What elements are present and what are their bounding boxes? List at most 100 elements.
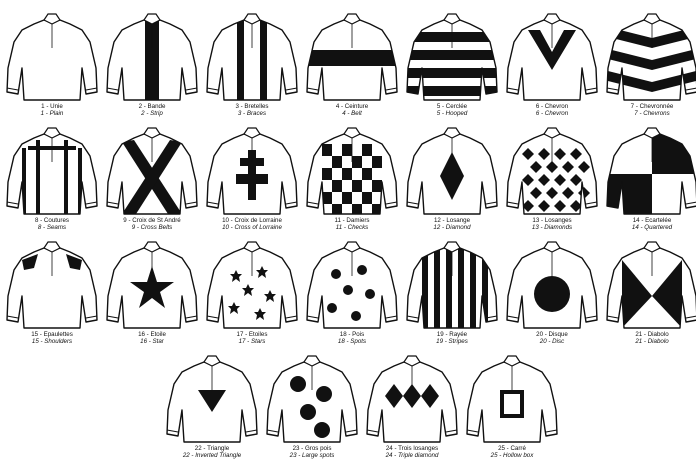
caption-en: 22 - Inverted Triangle bbox=[158, 452, 266, 459]
caption-en: 4 - Belt bbox=[298, 110, 406, 117]
jersey-seams-icon bbox=[4, 122, 100, 218]
caption-en: 10 - Cross of Lorraine bbox=[198, 224, 306, 231]
caption-fr: 3 - Bretelles bbox=[198, 103, 306, 110]
caption-fr: 17 - Etoiles bbox=[198, 331, 306, 338]
jersey-triangle-icon bbox=[164, 350, 260, 446]
jersey-stars-icon bbox=[204, 236, 300, 332]
jersey-disc-icon bbox=[504, 236, 600, 332]
caption-en: 18 - Spots bbox=[298, 338, 406, 345]
jersey-star-icon bbox=[104, 236, 200, 332]
jersey-quartered-icon bbox=[604, 122, 696, 218]
caption-en: 16 - Star bbox=[98, 338, 206, 345]
jersey-diamonds-icon bbox=[504, 122, 600, 218]
caption-fr: 15 - Epaulettes bbox=[0, 331, 106, 338]
caption-fr: 1 - Unie bbox=[0, 103, 106, 110]
jersey-belt-icon bbox=[304, 8, 400, 104]
caption-fr: 10 - Croix de Lorraine bbox=[198, 217, 306, 224]
caption-fr: 4 - Ceinture bbox=[298, 103, 406, 110]
jersey-stripes-icon bbox=[404, 236, 500, 332]
caption-en: 9 - Cross Belts bbox=[98, 224, 206, 231]
caption-fr: 2 - Bande bbox=[98, 103, 206, 110]
jersey-hollowbox-icon bbox=[464, 350, 560, 446]
caption-en: 3 - Braces bbox=[198, 110, 306, 117]
caption-fr: 14 - Ecartelée bbox=[598, 217, 696, 224]
jersey-lorraine-icon bbox=[204, 122, 300, 218]
caption-en: 21 - Diabolo bbox=[598, 338, 696, 345]
jersey-hooped-icon bbox=[404, 8, 500, 104]
caption-en: 19 - Stripes bbox=[398, 338, 506, 345]
caption-fr: 13 - Losanges bbox=[498, 217, 606, 224]
caption-fr: 19 - Rayée bbox=[398, 331, 506, 338]
caption-en: 12 - Diamond bbox=[398, 224, 506, 231]
jersey-chevrons-icon bbox=[604, 8, 696, 104]
jersey-spots-icon bbox=[304, 236, 400, 332]
caption-en: 13 - Diamonds bbox=[498, 224, 606, 231]
jersey-crossbelts-icon bbox=[104, 122, 200, 218]
caption-fr: 9 - Croix de St André bbox=[98, 217, 206, 224]
caption-en: 1 - Plain bbox=[0, 110, 106, 117]
caption-fr: 18 - Pois bbox=[298, 331, 406, 338]
caption-fr: 5 - Cerclée bbox=[398, 103, 506, 110]
caption-en: 14 - Quartered bbox=[598, 224, 696, 231]
jersey-chevron-icon bbox=[504, 8, 600, 104]
jersey-triplediamond-icon bbox=[364, 350, 460, 446]
caption-fr: 7 - Chevronnée bbox=[598, 103, 696, 110]
caption-fr: 12 - Losange bbox=[398, 217, 506, 224]
caption-en: 24 - Triple diamond bbox=[358, 452, 466, 459]
caption-fr: 6 - Chevron bbox=[498, 103, 606, 110]
caption-fr: 21 - Diabolo bbox=[598, 331, 696, 338]
caption-fr: 23 - Gros pois bbox=[258, 445, 366, 452]
jersey-strip-icon bbox=[104, 8, 200, 104]
caption-fr: 24 - Trois losanges bbox=[358, 445, 466, 452]
caption-en: 6 - Chevron bbox=[498, 110, 606, 117]
caption-fr: 22 - Triangle bbox=[158, 445, 266, 452]
caption-en: 15 - Shoulders bbox=[0, 338, 106, 345]
caption-en: 20 - Disc bbox=[498, 338, 606, 345]
jersey-diabolo-icon bbox=[604, 236, 696, 332]
jersey-plain-icon bbox=[4, 8, 100, 104]
caption-en: 2 - Strip bbox=[98, 110, 206, 117]
caption-en: 25 - Hollow box bbox=[458, 452, 566, 459]
caption-en: 5 - Hooped bbox=[398, 110, 506, 117]
jersey-largespots-icon bbox=[264, 350, 360, 446]
caption-en: 17 - Stars bbox=[198, 338, 306, 345]
caption-en: 11 - Checks bbox=[298, 224, 406, 231]
jersey-braces-icon bbox=[204, 8, 300, 104]
jersey-diamond-icon bbox=[404, 122, 500, 218]
caption-fr: 11 - Damiers bbox=[298, 217, 406, 224]
jersey-shoulders-icon bbox=[4, 236, 100, 332]
caption-fr: 16 - Etoile bbox=[98, 331, 206, 338]
caption-en: 23 - Large spots bbox=[258, 452, 366, 459]
caption-fr: 20 - Disque bbox=[498, 331, 606, 338]
caption-en: 7 - Chevrons bbox=[598, 110, 696, 117]
caption-fr: 25 - Carré bbox=[458, 445, 566, 452]
jersey-checks-icon bbox=[304, 122, 400, 218]
caption-en: 8 - Seams bbox=[0, 224, 106, 231]
caption-fr: 8 - Coutures bbox=[0, 217, 106, 224]
